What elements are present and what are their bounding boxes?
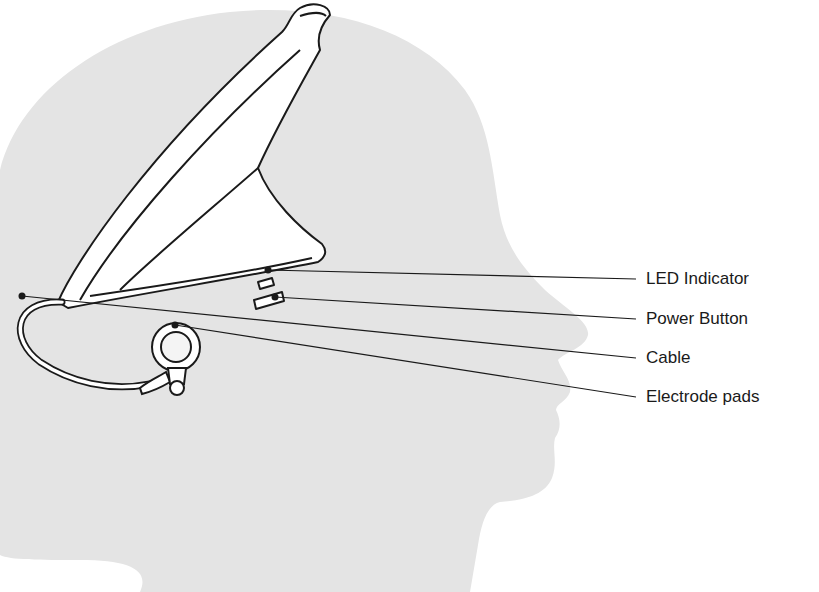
part-label: Electrode pads [646, 387, 759, 407]
part-label: Cable [646, 348, 690, 368]
leader-lines [19, 267, 637, 398]
headset-body [58, 4, 330, 309]
cable [20, 302, 150, 387]
electrode-pad [140, 323, 200, 395]
part-label: LED Indicator [646, 269, 749, 289]
part-label: Power Button [646, 309, 748, 329]
